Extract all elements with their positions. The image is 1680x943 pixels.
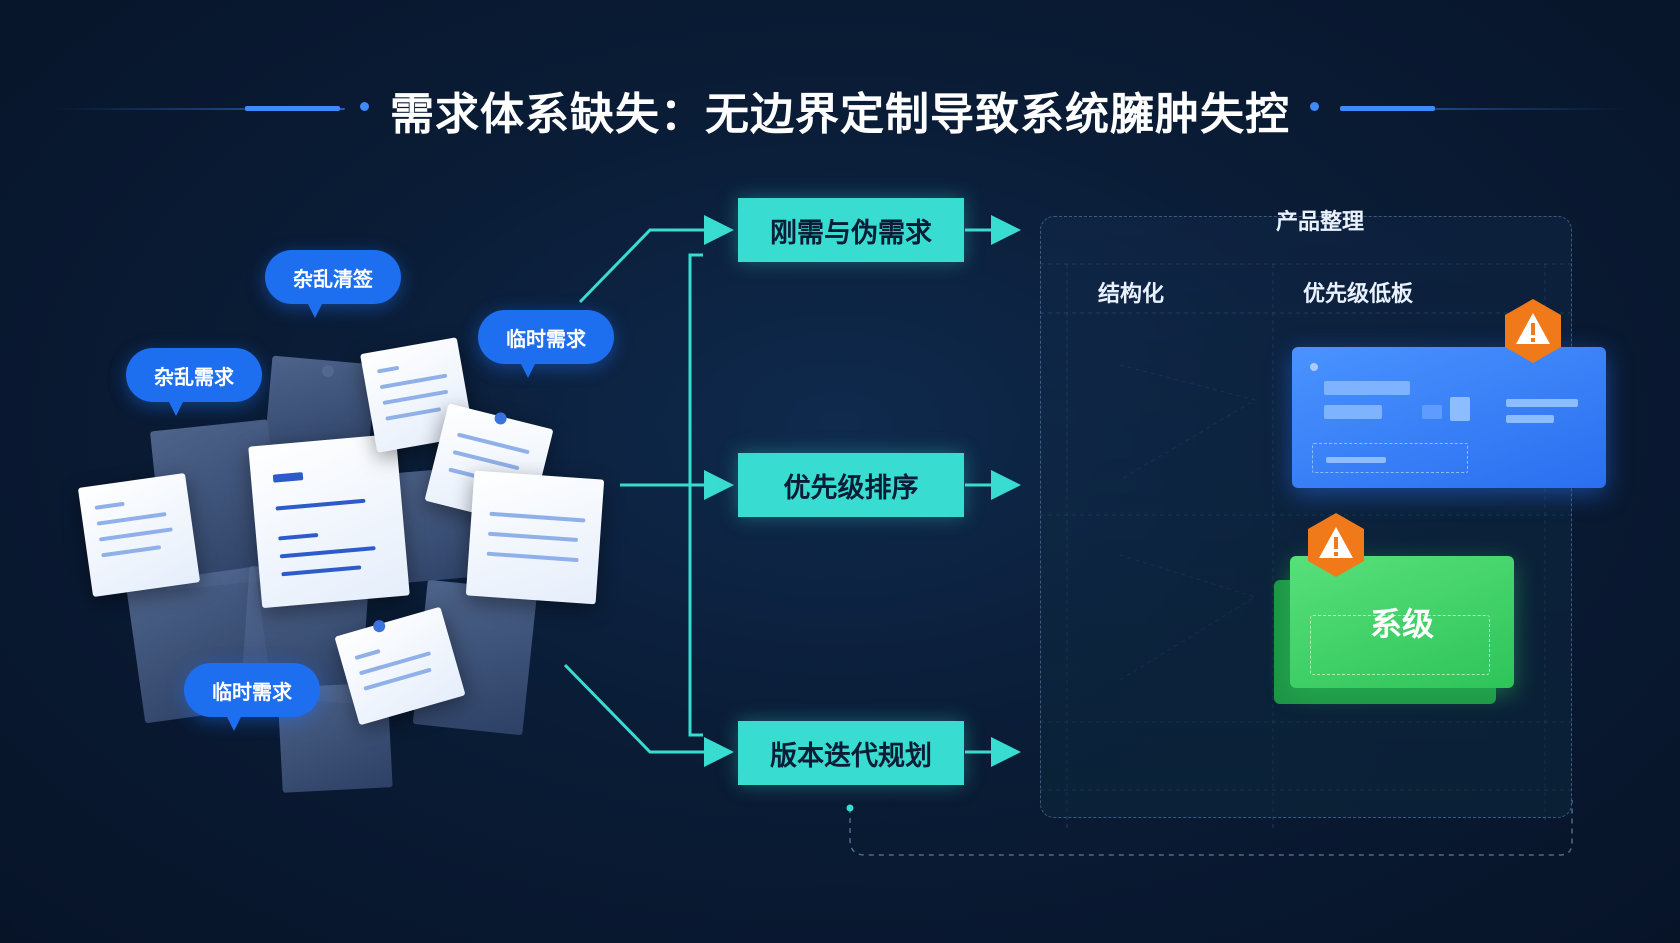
paper-pin-top: [322, 365, 334, 377]
paper-front-far-right: [465, 470, 605, 605]
paper-front-left: [77, 473, 201, 597]
green-module-card: 系级: [1290, 556, 1514, 688]
fan-line-top: [578, 215, 734, 304]
process-step-real-vs-fake-needs: 刚需与伪需求: [738, 198, 964, 262]
title-line-left-thick: [245, 106, 340, 111]
product-frame: [1040, 216, 1572, 818]
loop-dot: [846, 804, 854, 812]
warning-icon: [1505, 299, 1561, 363]
bubble-messy-requirements: 杂乱需求: [126, 348, 262, 416]
bubble-temporary-requirements-top: 临时需求: [478, 310, 614, 378]
process-step-version-planning: 版本迭代规划: [738, 721, 964, 785]
product-frame-label: 产品整理: [1275, 210, 1364, 235]
paper-front-center: [248, 433, 410, 609]
warning-icon: [1308, 513, 1364, 577]
title-dot-right: [1310, 102, 1319, 111]
fan-line-bottom: [563, 663, 734, 767]
column-label-priority-board: 优先级低板: [1303, 282, 1414, 307]
title-dot-left: [360, 102, 369, 111]
page-title: 需求体系缺失：无边界定制导致系统臃肿失控: [390, 89, 1290, 140]
bracket: [688, 253, 703, 737]
process-step-priority-sorting: 优先级排序: [738, 453, 964, 517]
green-card-dashed-box: [1310, 615, 1490, 675]
loop-dashed-line: [849, 800, 1573, 856]
bubble-messy-tags: 杂乱清签: [265, 250, 401, 318]
title-line-left-thin: [55, 108, 345, 110]
title-line-right-thin: [1340, 108, 1625, 110]
column-label-structured: 结构化: [1098, 282, 1165, 307]
bubble-temporary-requirements-bottom: 临时需求: [184, 663, 320, 731]
blue-module-card: [1292, 347, 1606, 488]
